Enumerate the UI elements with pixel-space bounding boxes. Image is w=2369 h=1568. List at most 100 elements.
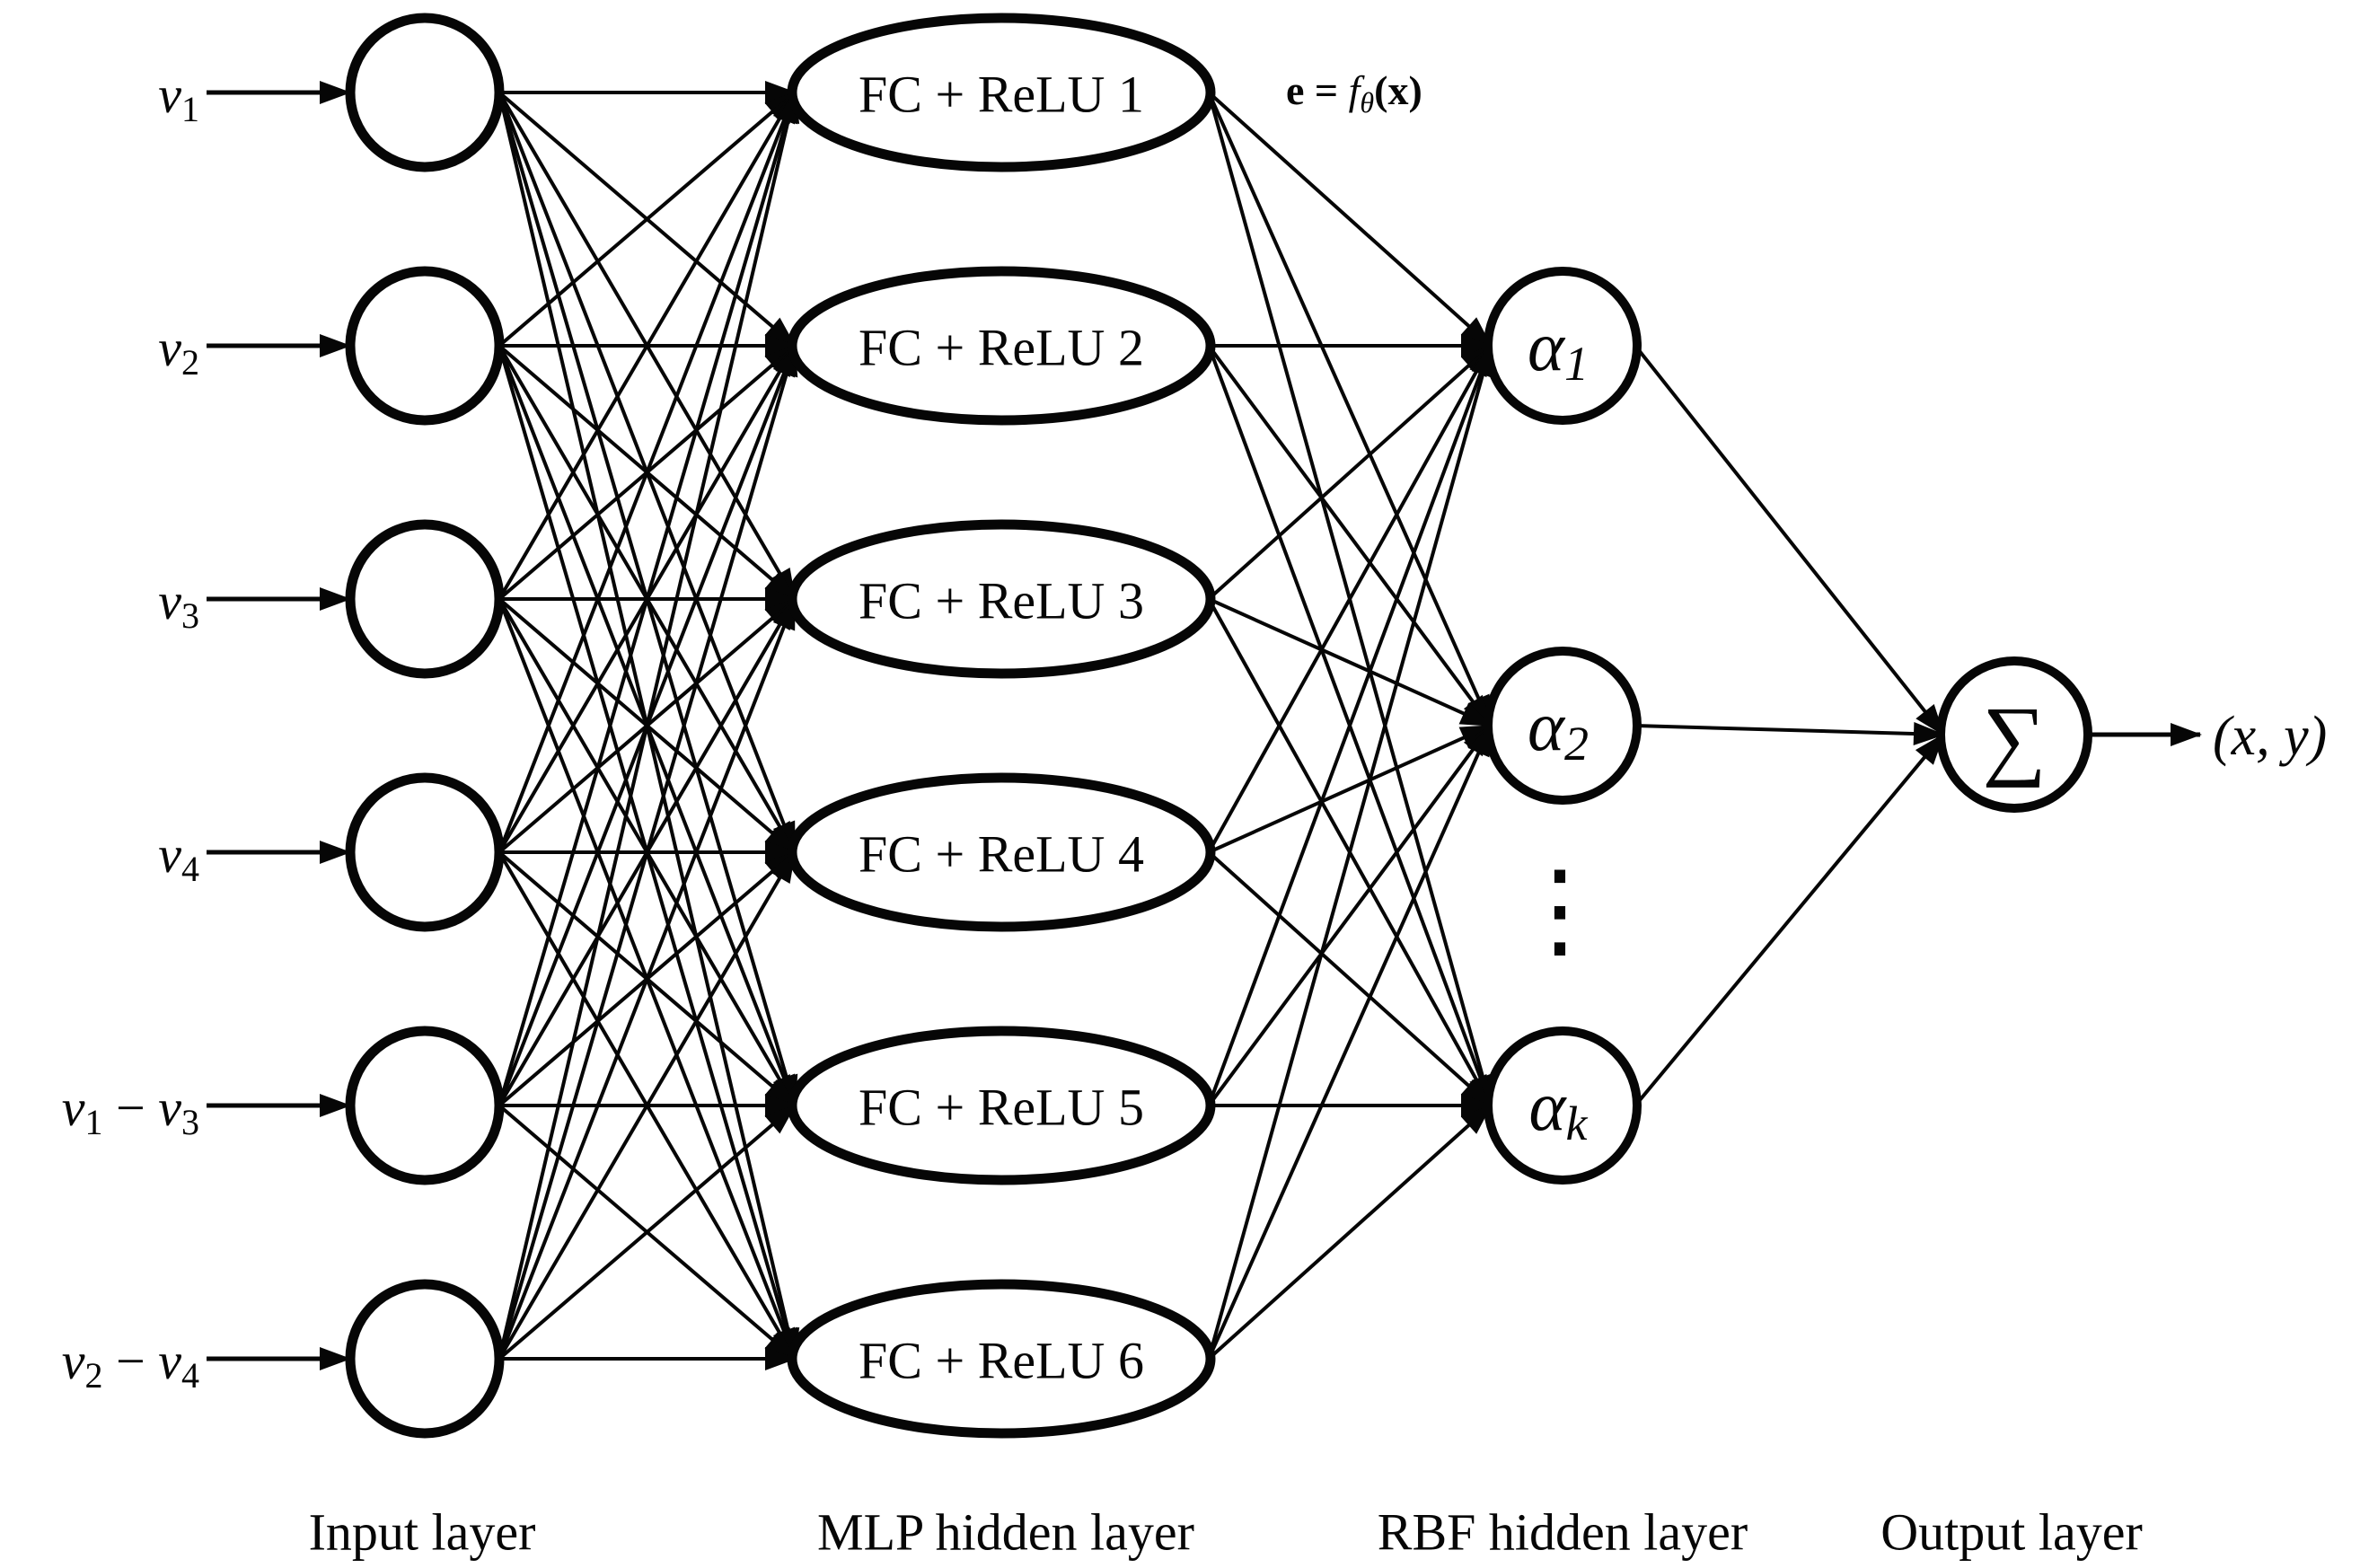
- edges-rbf-to-output: [1634, 344, 1945, 1107]
- edge-input6-mlp2: [498, 344, 798, 1360]
- edge-mlp6-rbf1: [1207, 344, 1494, 1360]
- edge-mlp3-rbf2: [1208, 597, 1493, 727]
- input-node-5: [345, 1026, 505, 1185]
- edge-rbf1-sum: [1634, 344, 1945, 736]
- input-label-part: 2: [181, 342, 199, 383]
- mlp-node-label-5: FC + ReLU 5: [859, 1079, 1144, 1137]
- input-label-part: 3: [181, 1102, 199, 1142]
- input-label-part: 4: [181, 849, 199, 889]
- input-node-4: [345, 772, 505, 932]
- input-label-part: 1: [85, 1102, 103, 1142]
- input-arrows: [207, 81, 351, 1370]
- mlp-node-label-3: FC + ReLU 3: [859, 572, 1144, 630]
- input-label-part: v: [158, 66, 181, 124]
- edge-mlp1-rbf1: [1207, 91, 1493, 348]
- edge-input6-mlp1: [498, 91, 800, 1360]
- input-layer-nodes: [345, 13, 505, 1439]
- edge-mlp4-rbf1: [1207, 344, 1493, 853]
- input-node-2: [345, 266, 505, 426]
- alpha2-subscript: 2: [1564, 717, 1589, 771]
- mlp-labels: FC + ReLU 1 FC + ReLU 2 FC + ReLU 3 FC +…: [859, 66, 1144, 1390]
- input-label-part: v: [158, 825, 181, 884]
- rbf-node-label-alpha2: α2: [1528, 687, 1589, 771]
- alpha1-symbol: α: [1528, 307, 1566, 385]
- sum-symbol: ∑: [1982, 689, 2046, 788]
- embedding-annotation: e = fθ(x): [1286, 67, 1422, 119]
- alphak-symbol: α: [1529, 1067, 1568, 1145]
- edge-mlp6-rbf2: [1207, 724, 1493, 1360]
- edge-mlp1-rbf2: [1207, 92, 1493, 727]
- annotation-theta-subscript: θ: [1360, 86, 1374, 119]
- edges-input-to-mlp: [498, 81, 800, 1370]
- edge-mlp4-rbf3: [1207, 850, 1493, 1107]
- caption-output-layer: Output layer: [1880, 1503, 2143, 1562]
- annotation-e: e: [1286, 67, 1304, 113]
- input-label-part: v: [158, 319, 181, 377]
- mlp-node-1: [787, 13, 1216, 172]
- rbf-node-label-alpha1: α1: [1528, 307, 1589, 392]
- edge-rbf3-sum: [1634, 733, 1945, 1107]
- edge-mlp4-rbf2: [1208, 724, 1493, 854]
- mlp-node-label-6: FC + ReLU 6: [859, 1332, 1144, 1390]
- caption-rbf-hidden-layer: RBF hidden layer: [1378, 1503, 1748, 1562]
- alphak-subscript: k: [1565, 1097, 1588, 1150]
- input-label-part: 3: [181, 595, 199, 636]
- edge-mlp2-rbf2: [1207, 344, 1493, 727]
- input-label-part: 2: [85, 1355, 103, 1396]
- input-label-part: v: [158, 1079, 181, 1137]
- caption-mlp-hidden-layer: MLP hidden layer: [817, 1503, 1194, 1562]
- input-label-5: v1 − v3: [62, 1079, 199, 1142]
- edge-mlp5-rbf2: [1207, 724, 1493, 1107]
- input-node-1: [345, 13, 505, 172]
- rbf-node-label-alphak: αk: [1529, 1067, 1589, 1151]
- input-node-3: [345, 519, 505, 679]
- edge-mlp5-rbf1: [1207, 344, 1493, 1106]
- input-label-part: −: [103, 1332, 159, 1390]
- output-result-label: (x, y): [2213, 706, 2327, 767]
- edge-rbf2-sum: [1634, 722, 1945, 746]
- input-label-3: v3: [158, 572, 199, 636]
- edge-mlp6-rbf3: [1207, 1104, 1493, 1361]
- rbf-node-alpha2: [1484, 647, 1642, 805]
- edge-input3-mlp1: [498, 91, 797, 601]
- mlp-layer-nodes: [787, 13, 1216, 1439]
- input-label-part: v: [62, 1079, 85, 1137]
- input-label-part: v: [158, 1332, 181, 1390]
- mlp-node-4: [787, 772, 1216, 932]
- rbf-node-alphak: [1484, 1026, 1642, 1185]
- input-node-6: [345, 1279, 505, 1439]
- alpha2-symbol: α: [1528, 687, 1566, 765]
- annotation-x-arg: (x): [1374, 67, 1422, 113]
- input-label-part: v: [158, 572, 181, 630]
- mlp-node-label-1: FC + ReLU 1: [859, 66, 1144, 124]
- input-label-part: 4: [181, 1355, 199, 1396]
- edge-input5-mlp1: [498, 91, 798, 1106]
- annotation-equals: =: [1304, 67, 1348, 113]
- rbf-ellipsis: ⋮: [1507, 847, 1613, 971]
- mlp-node-3: [787, 519, 1216, 679]
- edge-input2-mlp1: [498, 91, 797, 348]
- caption-input-layer: Input layer: [309, 1503, 536, 1562]
- input-label-part: 1: [181, 89, 199, 129]
- edge-input4-mlp1: [498, 91, 797, 853]
- rbf-node-alpha1: [1484, 267, 1642, 425]
- input-label-6: v2 − v4: [62, 1332, 199, 1396]
- input-label-2: v2: [158, 319, 199, 383]
- mlp-node-5: [787, 1026, 1216, 1185]
- mlp-node-2: [787, 266, 1216, 426]
- edges-mlp-to-rbf: [1207, 91, 1494, 1361]
- mlp-node-label-4: FC + ReLU 4: [859, 825, 1144, 884]
- edge-mlp3-rbf1: [1207, 344, 1493, 601]
- edge-input6-mlp4: [498, 850, 797, 1361]
- input-label-1: v1: [158, 66, 199, 129]
- input-label-part: −: [103, 1079, 159, 1137]
- input-label-part: v: [62, 1332, 85, 1390]
- mlp-node-6: [787, 1279, 1216, 1439]
- output-node-sum: [1936, 656, 2092, 813]
- alpha1-subscript: 1: [1564, 337, 1589, 391]
- input-label-4: v4: [158, 825, 199, 889]
- edge-input6-mlp3: [498, 597, 797, 1360]
